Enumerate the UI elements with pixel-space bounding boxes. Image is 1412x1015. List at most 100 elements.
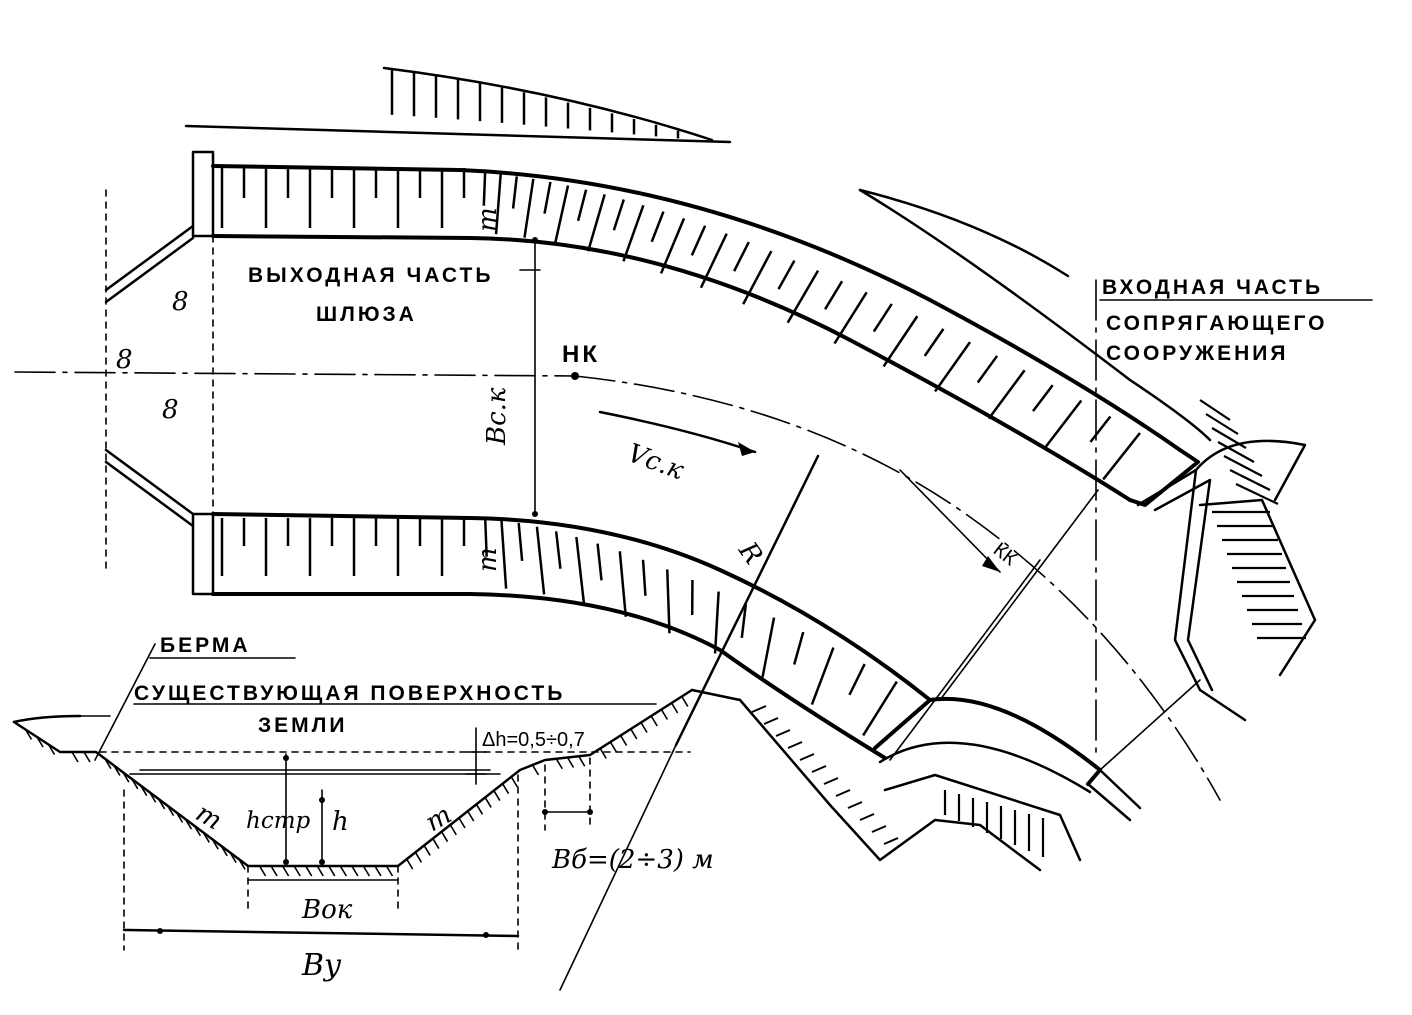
centerline-straight	[14, 371, 576, 377]
hatch-line	[500, 520, 508, 589]
label-outlet-1: ВЫХОДНАЯ ЧАСТЬ	[248, 264, 493, 287]
hatch-line	[374, 865, 382, 877]
inlet-hatching	[1199, 399, 1306, 640]
wedge-right	[858, 188, 1070, 278]
hatch-line	[670, 702, 679, 714]
lock-wall-top	[191, 150, 215, 238]
cross-section-profile	[12, 688, 694, 868]
hatch-line	[1229, 469, 1271, 491]
label-b-b: Bб=(2÷3) м	[551, 845, 714, 875]
label-b-ok: Bок	[301, 895, 353, 925]
berm-leader	[94, 643, 156, 761]
hatch-line	[848, 663, 866, 696]
hatch-line	[523, 178, 535, 238]
label-berm: БЕРМА	[160, 634, 251, 657]
hatch-line	[166, 805, 175, 817]
symbol-3: 8	[162, 395, 179, 425]
hatch-line	[882, 315, 919, 368]
label-inlet-3: СООРУЖЕНИЯ	[1106, 342, 1288, 365]
funnel-line-top	[104, 224, 195, 292]
hatch-line	[586, 193, 606, 252]
cross-section	[12, 643, 742, 991]
hatch-line	[622, 204, 645, 262]
hatch-line	[24, 729, 33, 740]
hatch-line	[511, 176, 519, 209]
hatch-line	[740, 603, 748, 639]
hatch-line	[543, 181, 552, 214]
hatch-line	[414, 851, 423, 863]
hatch-line	[184, 818, 193, 830]
hatch-line	[517, 522, 524, 561]
hatch-line	[1102, 432, 1141, 481]
hatch-line	[742, 250, 773, 305]
label-m-bottom: m	[473, 547, 503, 572]
hatch-line	[193, 825, 202, 837]
hatch-line	[596, 543, 603, 581]
hatch-line	[847, 801, 863, 809]
hatch-line	[148, 791, 157, 803]
hatch-line	[202, 832, 210, 843]
hatch-line	[122, 771, 130, 783]
hatch-line	[862, 680, 898, 737]
bottom-bank-outer	[211, 592, 887, 760]
label-inlet-2: СОПРЯГАЮЩЕГО	[1106, 312, 1327, 335]
hatch-line	[104, 758, 112, 770]
hatch-line	[833, 291, 868, 345]
hatch-line	[1223, 455, 1263, 477]
hatch-line	[823, 777, 839, 785]
hatch-line	[449, 824, 457, 836]
hatch-line	[423, 845, 431, 856]
hatch-line	[157, 798, 166, 810]
label-ground-2: ЗЕМЛИ	[258, 714, 347, 737]
hatch-line	[1032, 384, 1054, 412]
hatch-line	[824, 280, 844, 310]
hatch-line	[211, 838, 219, 850]
funnel-line-bottom	[104, 448, 195, 516]
label-b-u: By	[301, 948, 342, 983]
radius-line	[674, 454, 820, 747]
hatch-line	[440, 831, 449, 843]
hatch-line	[976, 355, 999, 384]
label-m-right: m	[421, 800, 457, 838]
hatch-line	[609, 741, 618, 753]
inlet-wall-2	[1194, 439, 1307, 502]
hatch-line	[385, 865, 394, 877]
hatch-line	[619, 735, 628, 746]
label-inlet-1: ВХОДНАЯ ЧАСТЬ	[1102, 276, 1323, 299]
hatch-line	[934, 341, 971, 393]
hatch-line	[1089, 415, 1112, 443]
hatch-line	[1199, 399, 1231, 421]
hatch-line	[482, 172, 487, 206]
label-r: R	[732, 536, 768, 570]
wedge-top-hatching	[390, 68, 680, 139]
label-delta-h: Δh=0,5÷0,7	[482, 729, 585, 751]
hatch-line	[328, 865, 336, 877]
hatch-line	[83, 751, 91, 763]
hatch-line	[792, 631, 805, 665]
hatch-line	[650, 211, 665, 243]
hatch-line	[811, 765, 827, 773]
hatch-line	[351, 865, 359, 877]
hatch-line	[871, 825, 887, 833]
hatch-line	[763, 717, 779, 725]
hatch-line	[281, 865, 290, 877]
hatch-line	[618, 551, 628, 617]
hatch-line	[36, 736, 44, 748]
hatch-line	[113, 765, 121, 776]
hatch-line	[467, 810, 475, 822]
label-b-ck: Bс.к	[482, 387, 512, 446]
outlet-right-hatching	[751, 705, 1045, 857]
hatch-line	[799, 753, 815, 761]
label-nk: НК	[562, 341, 600, 368]
hatch-line	[576, 189, 588, 222]
inlet-wall-3	[1198, 498, 1317, 677]
nk-point	[571, 372, 579, 380]
hatch-line	[531, 764, 540, 776]
hatch-line	[599, 748, 607, 759]
hatch-line	[640, 722, 648, 733]
hatch-line	[690, 225, 707, 256]
top-slope-hatching	[220, 168, 1141, 481]
hatch-line	[535, 526, 546, 595]
hatch-line	[859, 813, 875, 821]
